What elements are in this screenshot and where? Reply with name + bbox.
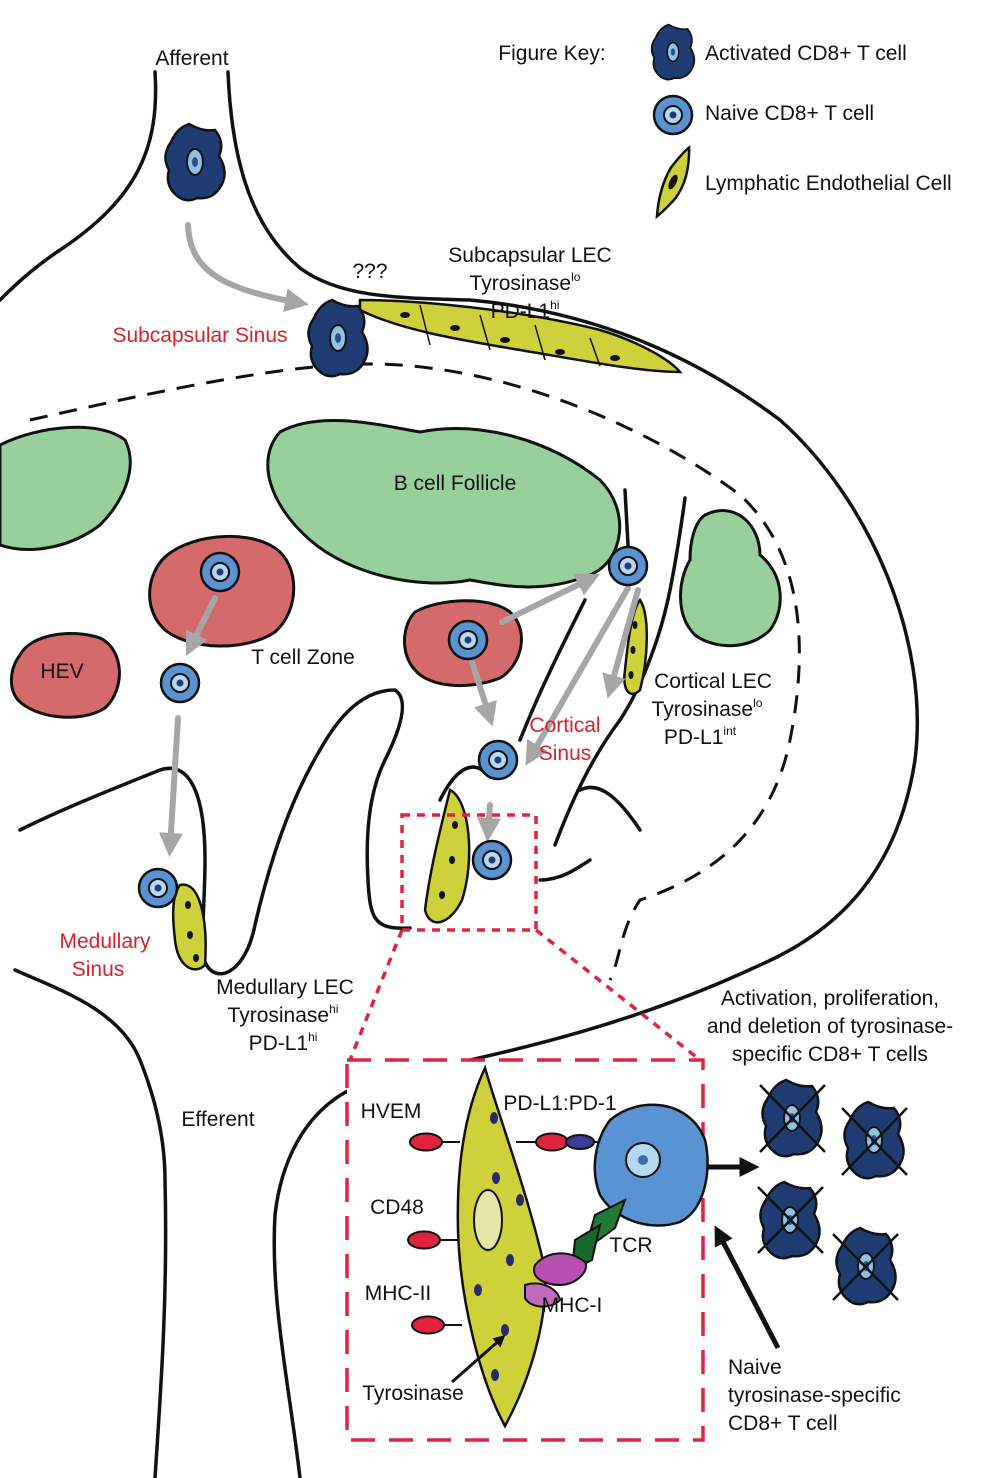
key-label-activated: Activated CD8+ T cell	[705, 42, 907, 65]
svg-text:PD-L1int: PD-L1int	[664, 724, 737, 749]
pdl1-receptor	[516, 1132, 610, 1152]
svg-text:tyrosinase-specific: tyrosinase-specific	[728, 1384, 901, 1407]
svg-text:PD-L1hi: PD-L1hi	[249, 1030, 318, 1055]
activated-t-cell-subcapsular	[307, 298, 369, 378]
figure-key-title: Figure Key:	[498, 42, 605, 65]
naive-t-cell-icon	[652, 94, 694, 136]
medullary-sinus-label: Medullary Sinus	[59, 930, 151, 981]
cortical-lec-label: Cortical LEC Tyrosinaselo PD-L1int	[652, 670, 772, 749]
naive-t-cell-cortical-sinus	[477, 739, 519, 781]
deleted-t-cells	[757, 1078, 908, 1306]
naive-t-cell-zone	[159, 662, 201, 704]
subcapsular-lec-label: Subcapsular LEC Tyrosinaselo PD-L1hi	[448, 244, 611, 323]
deleted-t-cell	[757, 1180, 824, 1260]
pdl1-pd1-label: PD-L1:PD-1	[503, 1092, 616, 1115]
figure-key: Figure Key: Activated CD8+ T cell Naive …	[498, 23, 952, 223]
tcr-label: TCR	[609, 1234, 652, 1257]
question-label: ???	[352, 260, 387, 283]
naive-t-cell-lec-contact	[471, 839, 513, 881]
svg-text:Cortical LEC: Cortical LEC	[654, 670, 772, 693]
migration-arrows	[158, 222, 641, 857]
svg-text:Medullary LEC: Medullary LEC	[216, 976, 354, 999]
cd48-label: CD48	[370, 1196, 424, 1219]
cortical-sinus-lec-chain	[423, 788, 471, 924]
mhc1-label: MHC-I	[542, 1294, 603, 1317]
t-cell-zone-label: T cell Zone	[251, 646, 355, 669]
svg-text:Medullary: Medullary	[59, 930, 151, 953]
naive-specific-label: Naive tyrosinase-specific CD8+ T cell	[728, 1356, 901, 1435]
dashed-cortex-boundary	[29, 362, 801, 981]
svg-text:Tyrosinaselo: Tyrosinaselo	[652, 696, 763, 721]
subcapsular-sinus-label: Subcapsular Sinus	[112, 324, 287, 347]
activation-label: Activation, proliferation, and deletion …	[707, 987, 953, 1066]
naive-t-cell-hev	[199, 551, 241, 593]
hvem-label: HVEM	[361, 1100, 422, 1123]
efferent-label: Efferent	[181, 1108, 254, 1131]
svg-text:Tyrosinasehi: Tyrosinasehi	[228, 1002, 339, 1027]
svg-text:Sinus: Sinus	[72, 958, 125, 981]
tyrosinase-arrow	[451, 1335, 506, 1384]
inset-lec	[456, 1064, 547, 1429]
inset-naive-t-cell	[593, 1103, 709, 1227]
medullary-lec-chain	[171, 883, 207, 971]
deleted-t-cell	[841, 1100, 908, 1180]
key-label-lec: Lymphatic Endothelial Cell	[705, 172, 952, 195]
cortical-sinus-label: Cortical Sinus	[529, 714, 600, 765]
svg-text:CD8+ T cell: CD8+ T cell	[728, 1412, 838, 1435]
svg-text:Cortical: Cortical	[529, 714, 600, 737]
key-label-naive: Naive CD8+ T cell	[705, 102, 874, 125]
hev-label: HEV	[40, 660, 83, 683]
afferent-label: Afferent	[155, 47, 228, 70]
mhc2-label: MHC-II	[365, 1282, 432, 1305]
b-cell-follicle-label: B cell Follicle	[394, 472, 517, 495]
svg-text:and deletion of tyrosinase-: and deletion of tyrosinase-	[707, 1015, 953, 1038]
inset-panel: HVEM PD-L1:PD-1 CD48 TCR MHC-II MHC-I Ty…	[345, 1058, 709, 1442]
svg-text:Tyrosinaselo: Tyrosinaselo	[470, 270, 581, 295]
svg-text:Subcapsular LEC: Subcapsular LEC	[448, 244, 611, 267]
svg-text:specific CD8+ T cells: specific CD8+ T cells	[732, 1043, 928, 1066]
activated-t-cell-afferent	[164, 122, 226, 202]
deleted-t-cell	[832, 1226, 899, 1306]
naive-t-cell-cortical	[607, 545, 649, 587]
hev-left: HEV	[10, 631, 121, 719]
lec-icon	[648, 142, 700, 223]
naive-cell-arrow	[714, 1225, 781, 1350]
cortical-lec-chain	[623, 597, 648, 696]
medullary-lec-label: Medullary LEC Tyrosinasehi PD-L1hi	[216, 976, 354, 1055]
tyrosinase-label: Tyrosinase	[362, 1382, 464, 1405]
activated-t-cell-icon	[650, 23, 696, 81]
left-follicle	[0, 425, 132, 551]
zoom-indicator	[348, 813, 702, 1062]
svg-text:Naive: Naive	[728, 1356, 782, 1379]
naive-t-cell-medullary	[137, 867, 179, 909]
deleted-t-cell	[759, 1078, 826, 1158]
tcr-mhc1-complex	[524, 1197, 627, 1308]
lymph-node-outline	[0, 70, 920, 1478]
svg-text:Activation, proliferation,: Activation, proliferation,	[721, 987, 939, 1010]
b-cell-follicle: B cell Follicle	[266, 418, 622, 589]
subcapsular-lec-chain	[358, 298, 683, 374]
svg-text:PD-L1hi: PD-L1hi	[491, 298, 560, 323]
naive-t-cell-cortical-hev	[447, 619, 489, 661]
right-follicle	[679, 509, 782, 648]
svg-text:Sinus: Sinus	[539, 742, 592, 765]
